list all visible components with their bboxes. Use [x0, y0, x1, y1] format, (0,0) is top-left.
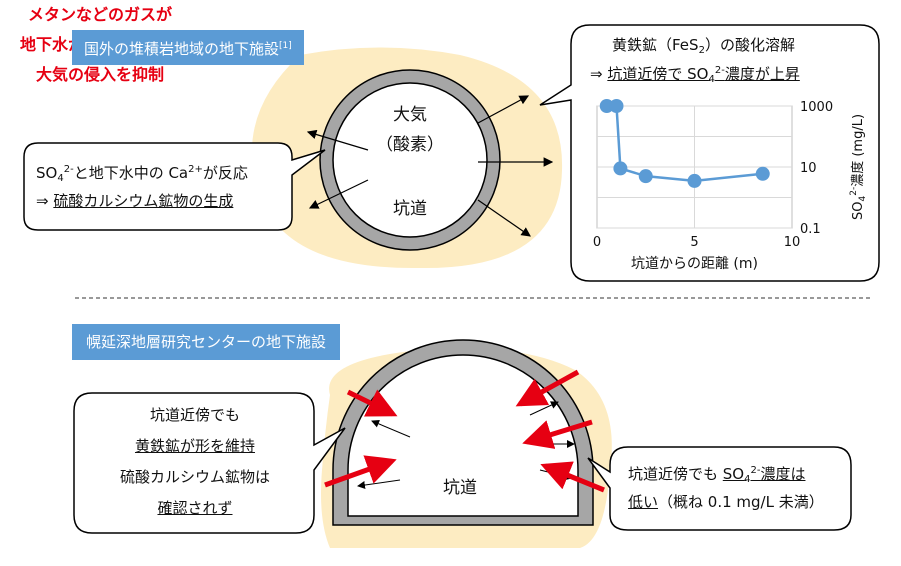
text-part: 濃度は: [760, 465, 806, 483]
text-part: 2-: [714, 65, 725, 76]
text-part: 2-: [63, 164, 74, 175]
gas-arrow: [540, 461, 605, 493]
text-part: 濃度が上昇: [724, 65, 800, 83]
text-part: 黄鉄鉱（FeS: [612, 36, 699, 54]
y-tick-label: 0.1: [800, 222, 821, 237]
low-sulfate-text-1: 坑道近傍でも SO42-濃度は: [628, 458, 805, 493]
text-part: 4: [708, 74, 715, 85]
gas-arrow: [515, 369, 580, 407]
low-sulfate-text-2: 低い（概ね 0.1 mg/L 未満）: [628, 489, 824, 515]
y-axis-label-part: SO: [851, 202, 866, 220]
outward-arrow: [308, 179, 369, 209]
speech-bubble-top-left: [23, 142, 326, 231]
text-part: 2+: [188, 164, 203, 175]
text-part: 4: [744, 474, 751, 485]
speech-bubble-bottom-left: [73, 392, 346, 534]
text-part: 2-: [750, 465, 761, 476]
inward-arrow: [529, 401, 559, 416]
outward-arrow: [477, 95, 530, 124]
no-calcium-sulfate-text-2: 確認されず: [80, 495, 310, 521]
no-calcium-sulfate-text-1: 硫酸カルシウム鉱物は: [119, 468, 270, 486]
data-point: [609, 99, 624, 113]
top-section-title: 国外の堆積岩地域の地下施設[1]: [72, 30, 304, 65]
text-part: 低い: [628, 493, 659, 511]
outward-arrow: [306, 129, 369, 151]
gas-arrow: [324, 455, 397, 488]
gas-arrow: [346, 389, 398, 417]
pyrite-oxidation-text: 黄鉄鉱（FeS2）の酸化溶解: [612, 32, 795, 64]
bottom-title-text: 幌延深地層研究センターの地下施設: [86, 333, 327, 351]
data-point: [755, 166, 770, 181]
data-point: [613, 161, 628, 176]
y-axis-label-part: 4: [858, 196, 868, 202]
text-part: ）の酸化溶解: [704, 36, 795, 54]
text-part: （概ね 0.1 mg/L 未満）: [658, 493, 824, 511]
x-axis-label: 坑道からの距離 (m): [631, 255, 758, 272]
text-part: 坑道近傍で SO: [607, 65, 709, 83]
tunnel-interior-top: [332, 82, 488, 238]
x-tick-label: 0: [593, 235, 601, 250]
text-part: 4: [57, 173, 64, 184]
y-tick-label: 1000: [800, 100, 833, 115]
data-point: [638, 169, 653, 184]
text-part: 確認されず: [157, 499, 233, 517]
pyrite-maintained-text-2: 黄鉄鉱が形を維持: [80, 433, 310, 459]
implies-arrow: ⇒: [590, 65, 608, 83]
y-axis-label-part: 濃度 (mg/L): [850, 114, 866, 187]
implies-arrow: ⇒: [36, 192, 54, 210]
text-part: 硫酸カルシウム鉱物の生成: [53, 192, 234, 210]
text-part: と地下水中の Ca: [73, 164, 189, 182]
reference-marker: [1]: [279, 41, 292, 51]
data-point: [599, 99, 614, 113]
text-part: SO: [722, 465, 745, 483]
inward-arrow: [371, 420, 411, 438]
gas-arrow: [522, 419, 593, 449]
x-tick-label: 10: [784, 235, 801, 250]
text-part: 2: [698, 45, 705, 56]
air-label: 大気: [393, 105, 427, 125]
y-axis-label-part: 2-: [849, 187, 859, 196]
pyrite-maintained-text-1: 坑道近傍でも: [149, 406, 240, 424]
top-title-text: 国外の堆積岩地域の地下施設: [84, 40, 280, 58]
speech-bubble-bottom-right: [587, 446, 852, 531]
oxygen-label: （酸素）: [376, 135, 444, 155]
data-point: [687, 173, 702, 188]
y-axis-label: SO42-濃度 (mg/L): [849, 114, 868, 220]
x-tick-label: 5: [690, 235, 698, 250]
calcium-sulfate-formation-text: ⇒ 硫酸カルシウム鉱物の生成: [36, 188, 233, 214]
text-part: が反応: [202, 164, 248, 182]
text-part: SO: [36, 164, 58, 182]
gas-release-text-1: メタンなどのガスが: [27, 5, 172, 24]
text-part: 黄鉄鉱が形を維持: [134, 437, 255, 455]
tunnel-label-top: 坑道: [393, 199, 427, 219]
gas-release-text-3: 大気の侵入を抑制: [35, 65, 164, 84]
text-part: 坑道近傍でも: [628, 465, 723, 483]
sulfate-increase-text: ⇒ 坑道近傍で SO42-濃度が上昇: [590, 58, 800, 93]
outward-arrow: [477, 199, 531, 237]
y-tick-label: 10: [800, 161, 817, 176]
bottom-section-title: 幌延深地層研究センターの地下施設: [72, 324, 341, 360]
tunnel-label-bottom: 坑道: [443, 478, 477, 498]
calcium-reaction-text: SO42-と地下水中の Ca2+が反応: [36, 157, 248, 192]
